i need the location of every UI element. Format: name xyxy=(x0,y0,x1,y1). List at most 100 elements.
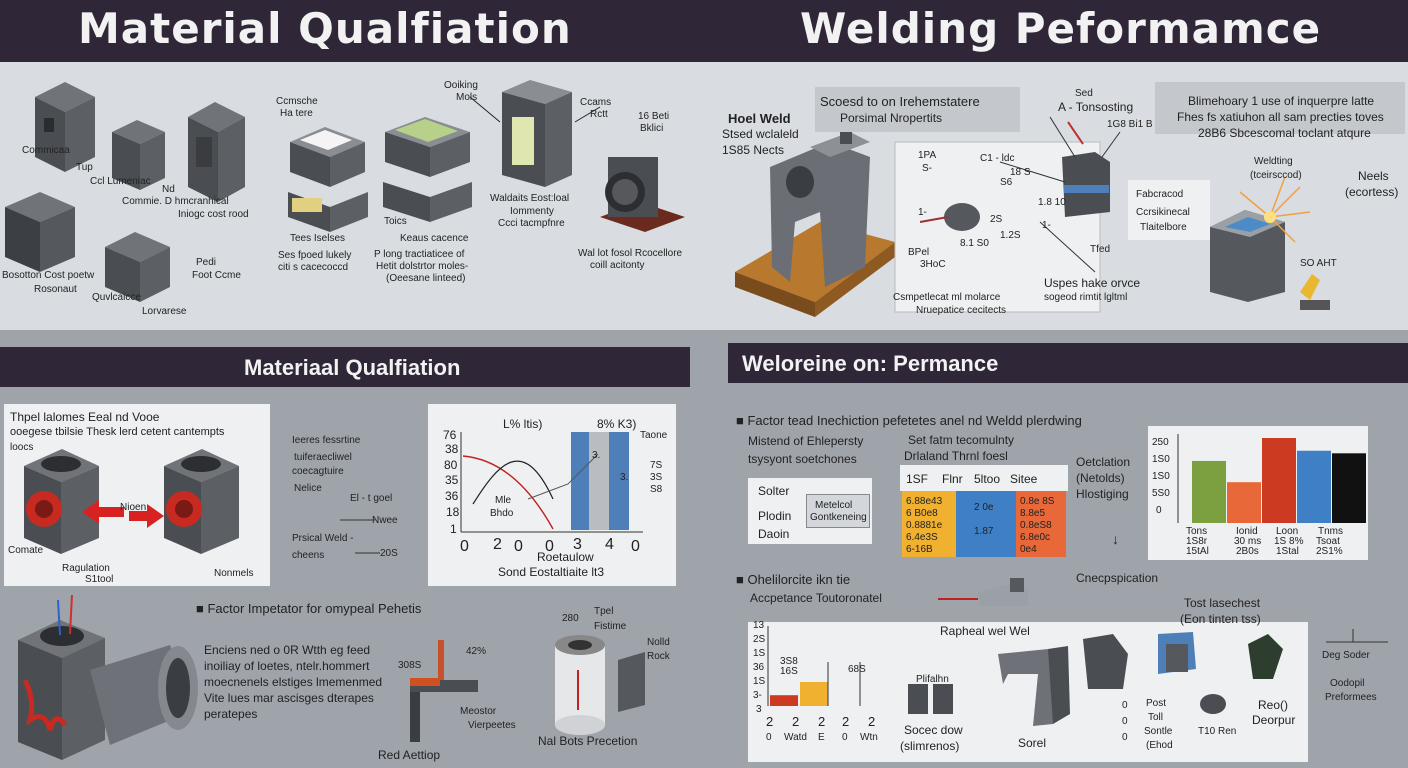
curve-xtick: 0 xyxy=(545,538,554,555)
table-cell: 0.8e 8S xyxy=(1020,496,1055,507)
curve-ytick: 80 xyxy=(444,458,458,472)
curve-side-label: 7S xyxy=(650,460,663,471)
small-ytick: 13 xyxy=(753,620,765,631)
factor-text: inoiliay of loetes, ntelr.hommert xyxy=(204,659,370,673)
perf-side: Oetclation xyxy=(1076,455,1131,469)
tr-label: Tlaitelbore xyxy=(1140,222,1187,233)
curve-chart xyxy=(460,432,643,533)
bar-xlabel: 15tAl xyxy=(1186,546,1209,557)
tl-label: coill acitonty xyxy=(590,260,645,271)
tr-label: sogeod rimtit lgltml xyxy=(1044,292,1128,303)
accept-label: Oodopil xyxy=(1330,678,1365,689)
bar-chart xyxy=(1177,434,1366,523)
curve-chart-panel xyxy=(428,404,676,586)
accept-label: Cnecpspication xyxy=(1076,571,1159,585)
tr-label: (tceirsccod) xyxy=(1250,170,1302,181)
accept-label: (Eon tinten tss) xyxy=(1180,612,1261,626)
curve-ytick: 76 xyxy=(443,428,457,442)
accept-label: Plifalhn xyxy=(916,674,949,685)
tr-label: 28B6 Sbcescomal toclant atqure xyxy=(1198,126,1371,140)
tr-label: Nruepatice cecitects xyxy=(916,305,1007,316)
accept-label: Toll xyxy=(1148,712,1164,723)
curve-ytick: 35 xyxy=(445,473,459,487)
curve-top-label: 8% K3) xyxy=(597,417,637,431)
mid-text: Nelice xyxy=(294,483,322,494)
table-cell: 6-16B xyxy=(906,544,933,555)
factor-text: Enciens ned o 0R Wtth eg feed xyxy=(204,643,371,657)
curve-side-label: 3. xyxy=(620,472,629,483)
accept-label: Deorpur xyxy=(1252,713,1296,727)
table-cell: 0.8881e xyxy=(906,520,943,531)
curve-xtick: 0 xyxy=(631,538,640,555)
accept-label: Rapheal wel Wel xyxy=(940,624,1030,638)
perf-sub: Set fatm tecomulnty xyxy=(908,433,1015,447)
tl-label: Ooiking xyxy=(444,80,478,91)
factor-label: Nolld xyxy=(647,637,670,648)
accept-label: Preformees xyxy=(1325,692,1377,703)
process-inner-item: Gontkeneing xyxy=(810,512,867,523)
header-right-title: Welding Peformamce xyxy=(800,4,1322,53)
bar-xlabel: 1S8r xyxy=(1186,536,1208,547)
material-section-bar: Materiaal Qualfiation xyxy=(0,347,690,387)
table-cell: 6.4e3S xyxy=(906,532,938,543)
small-xtick: 2 xyxy=(842,714,850,729)
process-box-item: Daoin xyxy=(758,527,790,541)
factor-label: Fistime xyxy=(594,621,627,632)
tr-label: 1.2S xyxy=(1000,230,1021,241)
tr-label: Scoesd to on Irehemstatere xyxy=(820,94,980,109)
mid-text: Nwee xyxy=(372,515,398,526)
bar-xlabel: 2B0s xyxy=(1236,546,1259,557)
panel1-line: loocs xyxy=(10,442,34,453)
table-cell: 6.88e43 xyxy=(906,496,943,507)
perf-side: Hlostiging xyxy=(1076,487,1129,501)
table-cell: 0e4 xyxy=(1020,544,1037,555)
bar-ytick: 0 xyxy=(1156,505,1162,516)
acceptance-sub: Accpetance Toutoronatel xyxy=(750,591,882,605)
perf-sub: Mistend of Ehlepersty xyxy=(748,434,864,448)
table-col-orange xyxy=(1016,491,1066,557)
tl-label: Bklici xyxy=(640,123,664,134)
curve-inner-label: Mle xyxy=(495,495,512,506)
mid-text: Prsical Weld - xyxy=(292,533,354,544)
bar-chart-bar xyxy=(1192,460,1226,523)
bar-xlabel: 1Stal xyxy=(1276,546,1299,557)
factor-heading-text: Factor Impetator for omypeal Pehetis xyxy=(207,601,422,616)
curve-ytick: 38 xyxy=(445,442,459,456)
tl-label: Waldaits Eost:loal xyxy=(490,193,570,204)
accept-label: 0 xyxy=(1122,700,1128,711)
small-chart-bar xyxy=(800,682,828,706)
factor-label: Red Aettiop xyxy=(378,748,441,762)
tl-label: P long tractiaticee of xyxy=(374,249,465,260)
small-xtick: 2 xyxy=(818,714,826,729)
tr-label: Porsimal Nropertits xyxy=(840,111,943,125)
accept-label: Reo() xyxy=(1258,698,1289,712)
performance-heading-text: Factor tead Inechiction pefetetes anel n… xyxy=(747,413,1082,428)
bar-ytick: 1S0 xyxy=(1152,454,1170,465)
small-xtick: 0 xyxy=(766,732,772,743)
tl-label: Lorvarese xyxy=(142,306,187,317)
curve-inner-label: Bhdo xyxy=(490,508,514,519)
bar-xlabel: 2S1% xyxy=(1316,546,1343,557)
table-cell: 8.8e5 xyxy=(1020,508,1046,519)
mid-text: coecagtuire xyxy=(292,466,344,477)
tl-label: Tees Iselses xyxy=(290,233,346,244)
bar-ytick: 1S0 xyxy=(1152,471,1170,482)
tr-label: 1.8 10 xyxy=(1038,197,1066,208)
tl-label: Ccci tacmpfnre xyxy=(498,218,565,229)
tr-label: Fabcracod xyxy=(1136,189,1184,200)
tl-label: Ha tere xyxy=(280,108,313,119)
tl-label: Ses fpoed lukely xyxy=(278,250,352,261)
tl-label: Hetit dolstrtor moles- xyxy=(376,261,469,272)
tr-label: S6 xyxy=(1000,177,1013,188)
small-chart-bar xyxy=(770,695,798,706)
panel1-label: Nonmels xyxy=(214,568,254,579)
header-bar xyxy=(0,0,1408,62)
curve-side-label: 3S xyxy=(650,472,663,483)
table-header-cell: Sitee xyxy=(1010,472,1038,486)
bar-xlabel: 1S 8% xyxy=(1274,536,1304,547)
curve-inner-label: 3. xyxy=(592,450,601,461)
curve-xtick: 3 xyxy=(573,536,582,553)
accept-label: Sorel xyxy=(1018,736,1047,750)
curve-xtick: 2 xyxy=(493,536,502,553)
factor-text: Vite lues mar ascisges dterapes xyxy=(204,691,374,705)
